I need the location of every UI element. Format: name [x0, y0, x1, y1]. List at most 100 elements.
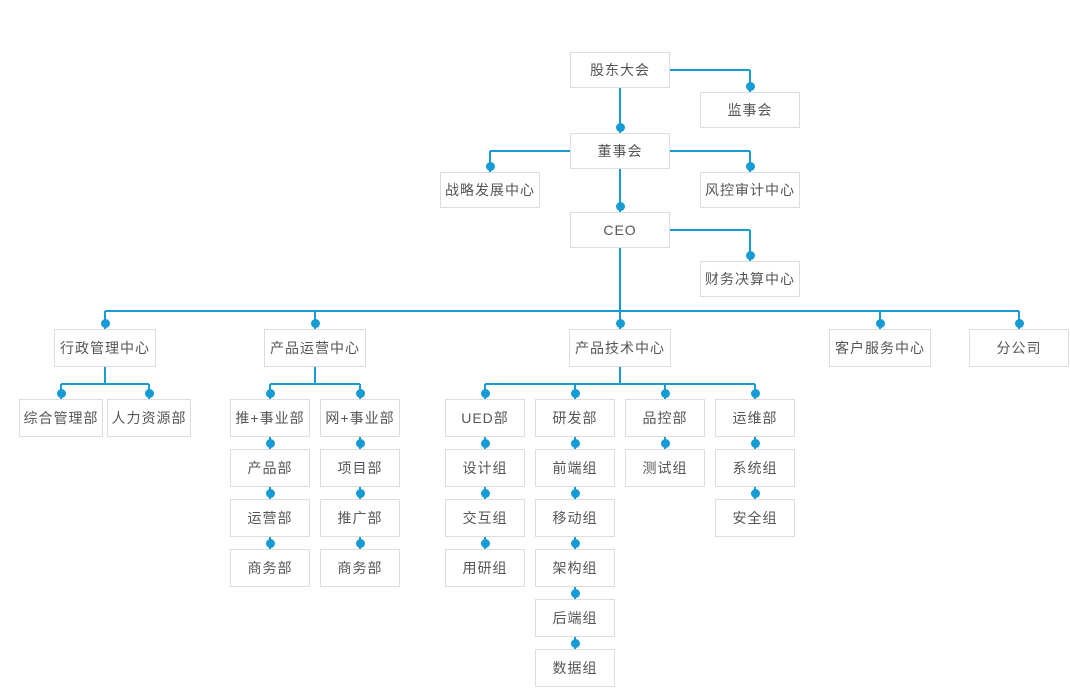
org-node-yanfabu[interactable]: 研发部 [535, 399, 615, 437]
org-node-chanpin-yunying[interactable]: 产品运营中心 [264, 329, 366, 367]
connector-dot [750, 388, 760, 398]
org-node-yunweibu[interactable]: 运维部 [715, 399, 795, 437]
org-node-ceshizu[interactable]: 测试组 [625, 449, 705, 487]
connector-dot [355, 488, 365, 498]
org-node-label: 股东大会 [590, 62, 650, 78]
org-node-label: 商务部 [247, 560, 293, 576]
org-node-label: 推+事业部 [235, 410, 305, 426]
connector-dot [570, 388, 580, 398]
org-node-label: 推广部 [337, 510, 383, 526]
org-node-xingzheng-guanli[interactable]: 行政管理中心 [54, 329, 156, 367]
org-node-ceo[interactable]: CEO [570, 212, 670, 248]
connector-dot [745, 250, 755, 260]
org-node-pinkongbu[interactable]: 品控部 [625, 399, 705, 437]
org-node-shangwubu-2[interactable]: 商务部 [320, 549, 400, 587]
org-node-caiwu-juesuan[interactable]: 财务决算中心 [700, 261, 800, 297]
org-node-yidongzu[interactable]: 移动组 [535, 499, 615, 537]
connector-line [619, 367, 621, 384]
org-node-label: 产品运营中心 [270, 340, 360, 356]
connector-line [619, 248, 621, 311]
org-node-fengongsi[interactable]: 分公司 [969, 329, 1069, 367]
connector-dot [265, 538, 275, 548]
org-node-fengkong-shenji[interactable]: 风控审计中心 [700, 172, 800, 208]
org-node-label: 客户服务中心 [835, 340, 925, 356]
org-node-qianduanzu[interactable]: 前端组 [535, 449, 615, 487]
org-node-chanpinbu[interactable]: 产品部 [230, 449, 310, 487]
org-node-label: 交互组 [462, 510, 508, 526]
connector-line [749, 230, 751, 261]
org-node-label: 品控部 [642, 410, 688, 426]
org-node-label: 人力资源部 [111, 410, 187, 426]
connector-line [61, 383, 149, 385]
org-node-chanpin-jishu[interactable]: 产品技术中心 [569, 329, 671, 367]
org-node-shejizu[interactable]: 设计组 [445, 449, 525, 487]
connector-dot [355, 388, 365, 398]
org-node-label: 行政管理中心 [60, 340, 150, 356]
org-node-shujuzu[interactable]: 数据组 [535, 649, 615, 687]
connector-dot [745, 81, 755, 91]
connector-dot [570, 488, 580, 498]
connector-dot [570, 638, 580, 648]
org-node-label: 后端组 [552, 610, 598, 626]
connector-dot [570, 588, 580, 598]
org-node-label: 安全组 [732, 510, 778, 526]
connector-dot [265, 388, 275, 398]
org-node-kehu-fuwu[interactable]: 客户服务中心 [829, 329, 931, 367]
connector-dot [570, 538, 580, 548]
org-node-label: 移动组 [552, 510, 598, 526]
org-node-jiagouzu[interactable]: 架构组 [535, 549, 615, 587]
connector-dot [265, 488, 275, 498]
org-node-label: 系统组 [732, 460, 778, 476]
org-node-label: 架构组 [552, 560, 598, 576]
connector-dot [480, 388, 490, 398]
org-node-label: UED部 [461, 410, 509, 426]
org-node-uedbu[interactable]: UED部 [445, 399, 525, 437]
org-node-yongyanzu[interactable]: 用研组 [445, 549, 525, 587]
org-node-tui-shiye[interactable]: 推+事业部 [230, 399, 310, 437]
org-node-label: 分公司 [996, 340, 1042, 356]
connector-dot [100, 318, 110, 328]
org-node-zonghe-guanli[interactable]: 综合管理部 [19, 399, 103, 437]
connector-dot [1014, 318, 1024, 328]
org-node-shangwubu-1[interactable]: 商务部 [230, 549, 310, 587]
org-node-wang-shiye[interactable]: 网+事业部 [320, 399, 400, 437]
connector-line [105, 310, 1019, 312]
connector-dot [480, 488, 490, 498]
connector-dot [480, 438, 490, 448]
connector-line [104, 367, 106, 384]
org-node-label: 产品技术中心 [575, 340, 665, 356]
connector-line [749, 70, 751, 92]
connector-dot [745, 161, 755, 171]
org-node-label: 用研组 [462, 560, 508, 576]
org-node-anquanzu[interactable]: 安全组 [715, 499, 795, 537]
org-node-renli-ziyuan[interactable]: 人力资源部 [107, 399, 191, 437]
org-node-xitongzu[interactable]: 系统组 [715, 449, 795, 487]
org-node-label: 风控审计中心 [705, 182, 795, 198]
org-node-label: 监事会 [727, 102, 773, 118]
org-node-gudong-dahui[interactable]: 股东大会 [570, 52, 670, 88]
org-node-dongshihui[interactable]: 董事会 [570, 133, 670, 169]
connector-dot [660, 438, 670, 448]
org-node-label: 测试组 [642, 460, 688, 476]
org-node-zhanlve-fazhan[interactable]: 战略发展中心 [440, 172, 540, 208]
connector-dot [750, 488, 760, 498]
org-node-yunyingbu[interactable]: 运营部 [230, 499, 310, 537]
org-node-label: 运营部 [247, 510, 293, 526]
connector-line [619, 88, 621, 133]
org-node-xiangmubu[interactable]: 项目部 [320, 449, 400, 487]
org-node-label: 设计组 [462, 460, 508, 476]
org-node-label: 战略发展中心 [445, 182, 535, 198]
connector-dot [875, 318, 885, 328]
connector-dot [615, 122, 625, 132]
org-node-label: 商务部 [337, 560, 383, 576]
org-node-jianshihui[interactable]: 监事会 [700, 92, 800, 128]
org-node-houduanzu[interactable]: 后端组 [535, 599, 615, 637]
connector-line [670, 69, 750, 71]
org-node-jiaohuzu[interactable]: 交互组 [445, 499, 525, 537]
connector-line [270, 383, 360, 385]
connector-dot [265, 438, 275, 448]
connector-line [485, 383, 755, 385]
org-node-label: 产品部 [247, 460, 293, 476]
org-node-tuiguangbu[interactable]: 推广部 [320, 499, 400, 537]
